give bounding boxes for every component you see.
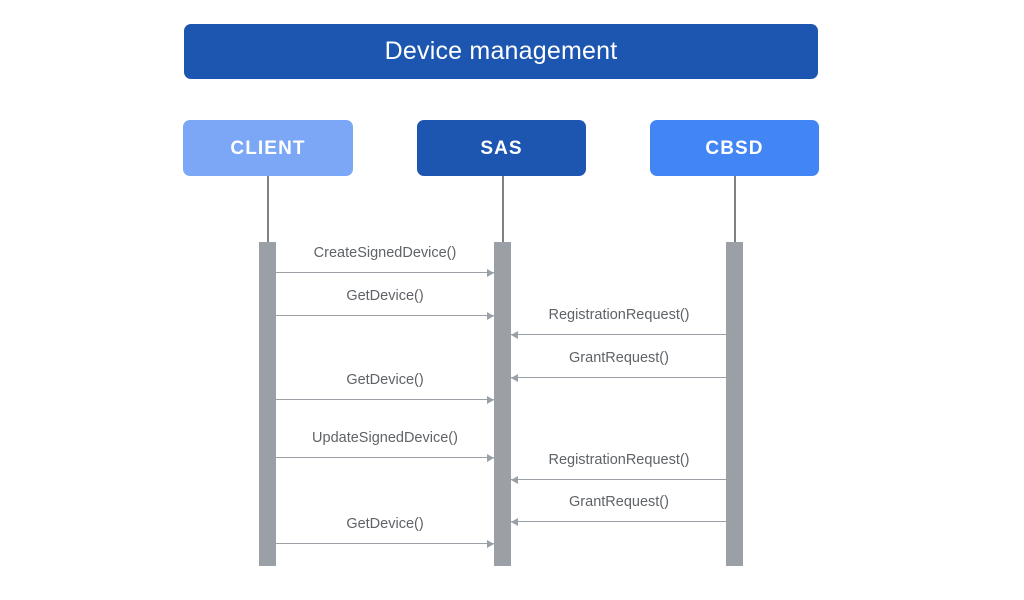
arrowhead-right-icon [487,311,494,320]
actor-header-sas[interactable]: SAS [417,120,586,176]
message-line [511,334,727,335]
actor-label-client: CLIENT [230,137,306,159]
message-label: GetDevice() [346,372,424,388]
message-line [276,315,494,316]
activation-bar-cbsd [726,242,743,566]
message-get-device-2[interactable]: GetDevice() [276,373,494,404]
arrowhead-left-icon [511,373,518,382]
diagram-title-banner: Device management [184,24,818,79]
message-get-device-1[interactable]: GetDevice() [276,289,494,320]
message-line [276,543,494,544]
arrowhead-left-icon [511,330,518,339]
page-title: Device management [384,37,618,65]
actor-label-cbsd: CBSD [705,137,764,159]
actor-header-cbsd[interactable]: CBSD [650,120,819,176]
message-label: GetDevice() [346,288,424,304]
message-label: GetDevice() [346,516,424,532]
activation-bar-sas [494,242,511,566]
message-update-signed-device[interactable]: UpdateSignedDevice() [276,431,494,462]
arrowhead-left-icon [511,475,518,484]
arrowhead-right-icon [487,395,494,404]
message-grant-request-1[interactable]: GrantRequest() [511,351,727,382]
arrowhead-right-icon [487,539,494,548]
message-label: CreateSignedDevice() [313,245,457,261]
message-label: RegistrationRequest() [548,307,690,323]
lifeline-cbsd [734,176,736,242]
message-grant-request-2[interactable]: GrantRequest() [511,495,727,526]
message-label: GrantRequest() [569,494,669,510]
actor-header-client[interactable]: CLIENT [183,120,353,176]
message-line [276,272,494,273]
arrowhead-right-icon [487,453,494,462]
message-line [511,479,727,480]
message-registration-request-1[interactable]: RegistrationRequest() [511,308,727,339]
message-line [276,457,494,458]
message-label: RegistrationRequest() [548,452,690,468]
arrowhead-left-icon [511,517,518,526]
message-label: GrantRequest() [569,350,669,366]
message-line [511,377,727,378]
message-create-signed-device[interactable]: CreateSignedDevice() [276,246,494,277]
message-label: UpdateSignedDevice() [312,430,458,446]
arrowhead-right-icon [487,268,494,277]
lifeline-sas [502,176,504,242]
message-line [511,521,727,522]
message-get-device-3[interactable]: GetDevice() [276,517,494,548]
actor-label-sas: SAS [480,137,523,159]
activation-bar-client [259,242,276,566]
message-line [276,399,494,400]
lifeline-client [267,176,269,242]
message-registration-request-2[interactable]: RegistrationRequest() [511,453,727,484]
